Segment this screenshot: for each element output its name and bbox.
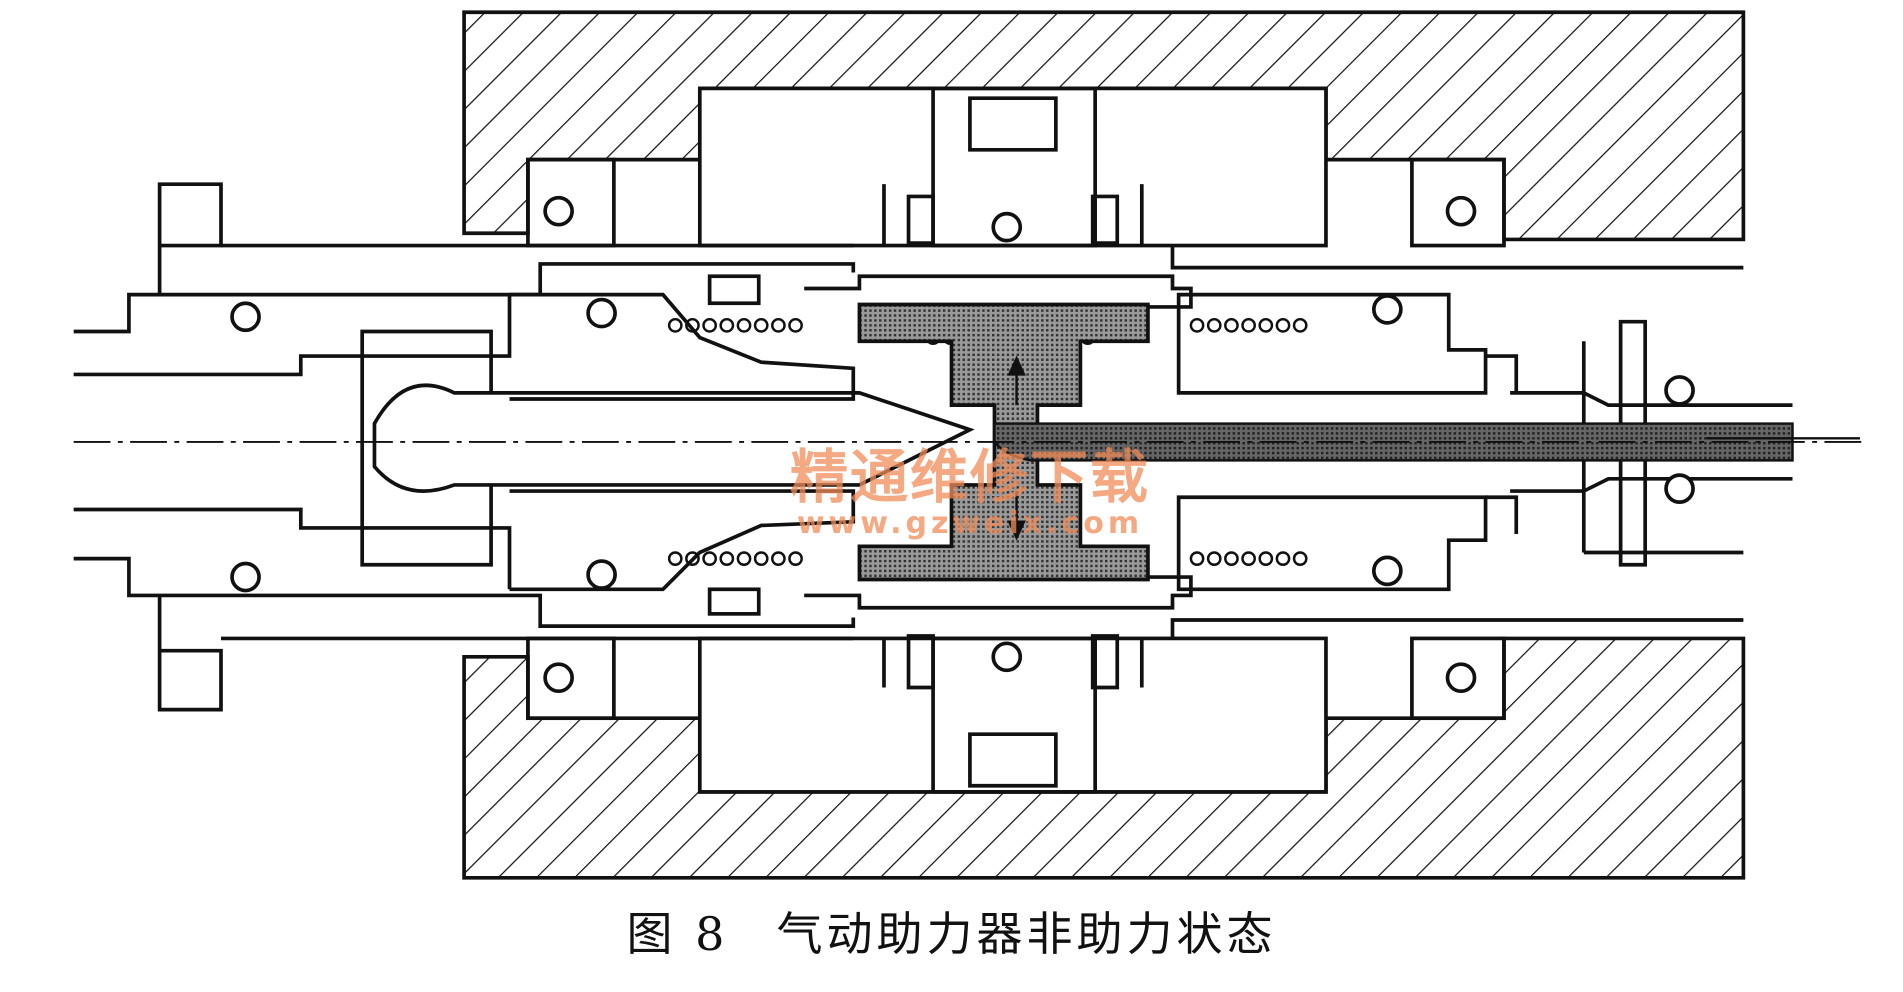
o-ring (991, 211, 1023, 243)
o-ring (991, 641, 1023, 673)
spring-coil (1258, 317, 1274, 333)
o-ring (1664, 375, 1695, 406)
spring-coil (736, 551, 752, 566)
o-ring (543, 195, 574, 227)
spring-coil (1189, 551, 1205, 566)
o-ring-icon (230, 195, 1695, 694)
o-ring (543, 662, 574, 694)
figure-title: 气动助力器非助力状态 (776, 907, 1277, 961)
spring-coil (1292, 551, 1308, 566)
spring-coil (1275, 317, 1291, 333)
spring-coil (1224, 317, 1239, 333)
o-ring (1664, 473, 1695, 504)
spring-coil (1241, 317, 1256, 333)
o-ring (1372, 555, 1403, 587)
o-ring (230, 561, 261, 593)
spring-coil (719, 551, 735, 566)
spring-coil (667, 551, 683, 566)
spring-coil (788, 551, 803, 566)
spring-coil (1275, 551, 1291, 566)
spring-coil (702, 551, 718, 566)
o-ring (230, 301, 261, 333)
spring-coil (1206, 317, 1222, 333)
spring-coil (788, 317, 803, 333)
o-ring (586, 297, 617, 329)
spring-coil (1224, 551, 1239, 566)
spring-coil (1241, 551, 1256, 566)
spring-coil (1189, 317, 1205, 333)
o-ring (1372, 294, 1403, 325)
o-ring (1445, 662, 1477, 694)
figure-caption: 图 8 气动助力器非助力状态 (0, 898, 1903, 964)
spring-coil (667, 317, 683, 333)
o-ring (1445, 195, 1477, 227)
spring-coil (771, 317, 786, 333)
spring-coil (685, 317, 700, 333)
o-ring (586, 559, 617, 590)
spring-coil (736, 317, 752, 333)
x-seal-icon (968, 96, 1058, 788)
spring-coil (1258, 551, 1274, 566)
airflow-arrow-icon (1007, 355, 1861, 541)
spring-coil (702, 317, 718, 333)
figure-number: 图 8 (626, 907, 729, 961)
spring-coil (753, 551, 769, 566)
spring-coil (719, 317, 735, 333)
spring-coil (685, 551, 700, 566)
spring-coil (771, 551, 786, 566)
spring-coil (753, 317, 769, 333)
spring-coil (1292, 317, 1308, 333)
spring-coil (1206, 551, 1222, 566)
